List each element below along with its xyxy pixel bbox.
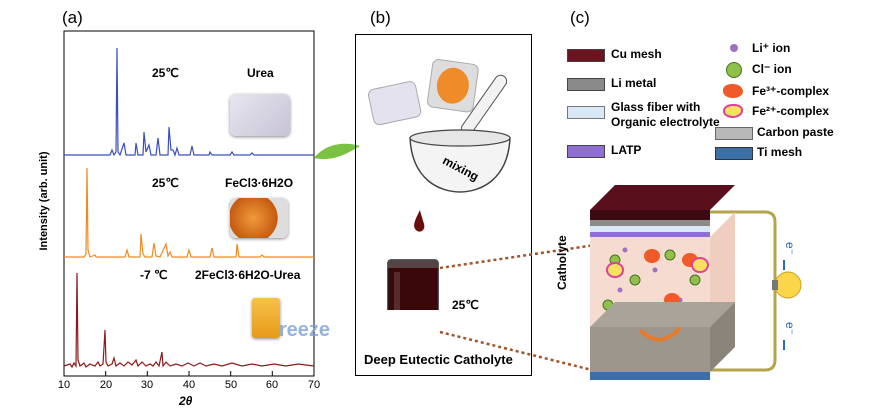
x-tick-label: 20	[99, 379, 113, 391]
urea-sample-image	[230, 94, 290, 136]
xrd-chart: Freeze	[63, 30, 330, 377]
glass-fiber-layer	[590, 226, 710, 232]
latp-layer	[590, 232, 710, 237]
legend-label-cu-mesh: Cu mesh	[611, 47, 662, 61]
legend-label-li-metal: Li metal	[611, 76, 657, 90]
light-bulb-icon	[774, 271, 802, 299]
legend-swatch-li-metal	[567, 78, 605, 91]
legend-label-glass-fiber-2: Organic electrolyte	[611, 115, 720, 129]
beaker	[387, 259, 439, 310]
fecl3-dish	[427, 59, 479, 113]
legend-label-fe2: Fe²⁺-complex	[752, 104, 830, 118]
legend-swatch-ti-mesh	[715, 147, 753, 160]
trace-des	[63, 272, 315, 369]
x-tick-label: 70	[307, 379, 321, 391]
legend-dot-li-ion	[730, 44, 738, 52]
x-tick-label: 60	[265, 379, 279, 391]
panel-b-frame	[355, 34, 532, 376]
panel-c-label: (c)	[570, 8, 590, 27]
electron-label-bottom: e⁻	[783, 322, 797, 335]
leaf-connector	[314, 143, 360, 160]
des-temp: -7 ℃	[140, 268, 168, 282]
panel-a-label: (a)	[62, 8, 83, 27]
urea-temp: 25℃	[152, 66, 179, 80]
catholyte-label: Catholyte	[555, 235, 569, 290]
legend-dot-cl-ion	[726, 62, 742, 78]
trace-urea	[64, 47, 314, 157]
x-tick-label: 50	[224, 379, 238, 391]
li-metal-layer	[590, 220, 710, 226]
reaction-arrow	[638, 326, 682, 342]
droplet	[414, 210, 425, 232]
trace-fecl3	[64, 167, 314, 258]
x-tick-label: 40	[182, 379, 196, 391]
des-name: 2FeCl3·6H2O-Urea	[195, 268, 301, 282]
legend-blob-fe2	[723, 104, 743, 118]
carbon-paste-layer	[590, 302, 735, 327]
mortar	[409, 137, 511, 193]
x-tick-label: 30	[140, 379, 154, 391]
panel-b-caption: Deep Eutectic Catholyte	[364, 352, 513, 367]
legend-label-latp: LATP	[611, 143, 642, 157]
fecl3-temp: 25℃	[152, 176, 179, 190]
legend-label-cl-ion: Cl⁻ ion	[752, 62, 792, 76]
urea-name: Urea	[247, 66, 274, 80]
legend-swatch-cu-mesh	[567, 49, 605, 62]
legend-swatch-latp	[567, 145, 605, 158]
ti-mesh-layer	[590, 372, 710, 380]
x-tick-marks	[63, 371, 315, 376]
x-axis-label: 2θ	[179, 394, 193, 408]
freeze-label: Freeze	[267, 319, 330, 341]
legend-swatch-glass-fiber	[567, 106, 605, 119]
cu-mesh-top	[590, 185, 735, 210]
legend-blob-fe3	[723, 84, 743, 98]
legend-label-carbon-paste: Carbon paste	[757, 125, 834, 139]
des-sample-vial	[252, 298, 280, 338]
battery-cell-illustration: e⁻ e⁻	[590, 185, 802, 380]
x-tick-label: 10	[57, 379, 71, 391]
legend-swatch-carbon-paste	[715, 127, 753, 140]
panel-b-label: (b)	[370, 8, 391, 27]
fecl3-name: FeCl3·6H2O	[225, 176, 294, 190]
legend-label-li-ion: Li⁺ ion	[752, 41, 791, 55]
electron-label-top: e⁻	[783, 242, 797, 255]
legend-label-glass-fiber: Glass fiber with	[611, 100, 701, 114]
legend-label-fe3: Fe³⁺-complex	[752, 84, 830, 98]
fecl3-sample-image	[230, 198, 288, 238]
beaker-temp: 25℃	[452, 298, 479, 312]
legend-label-ti-mesh: Ti mesh	[757, 145, 803, 159]
mixing-illustration: mixing	[368, 59, 511, 310]
urea-dish	[368, 81, 422, 126]
external-wire	[710, 210, 777, 372]
